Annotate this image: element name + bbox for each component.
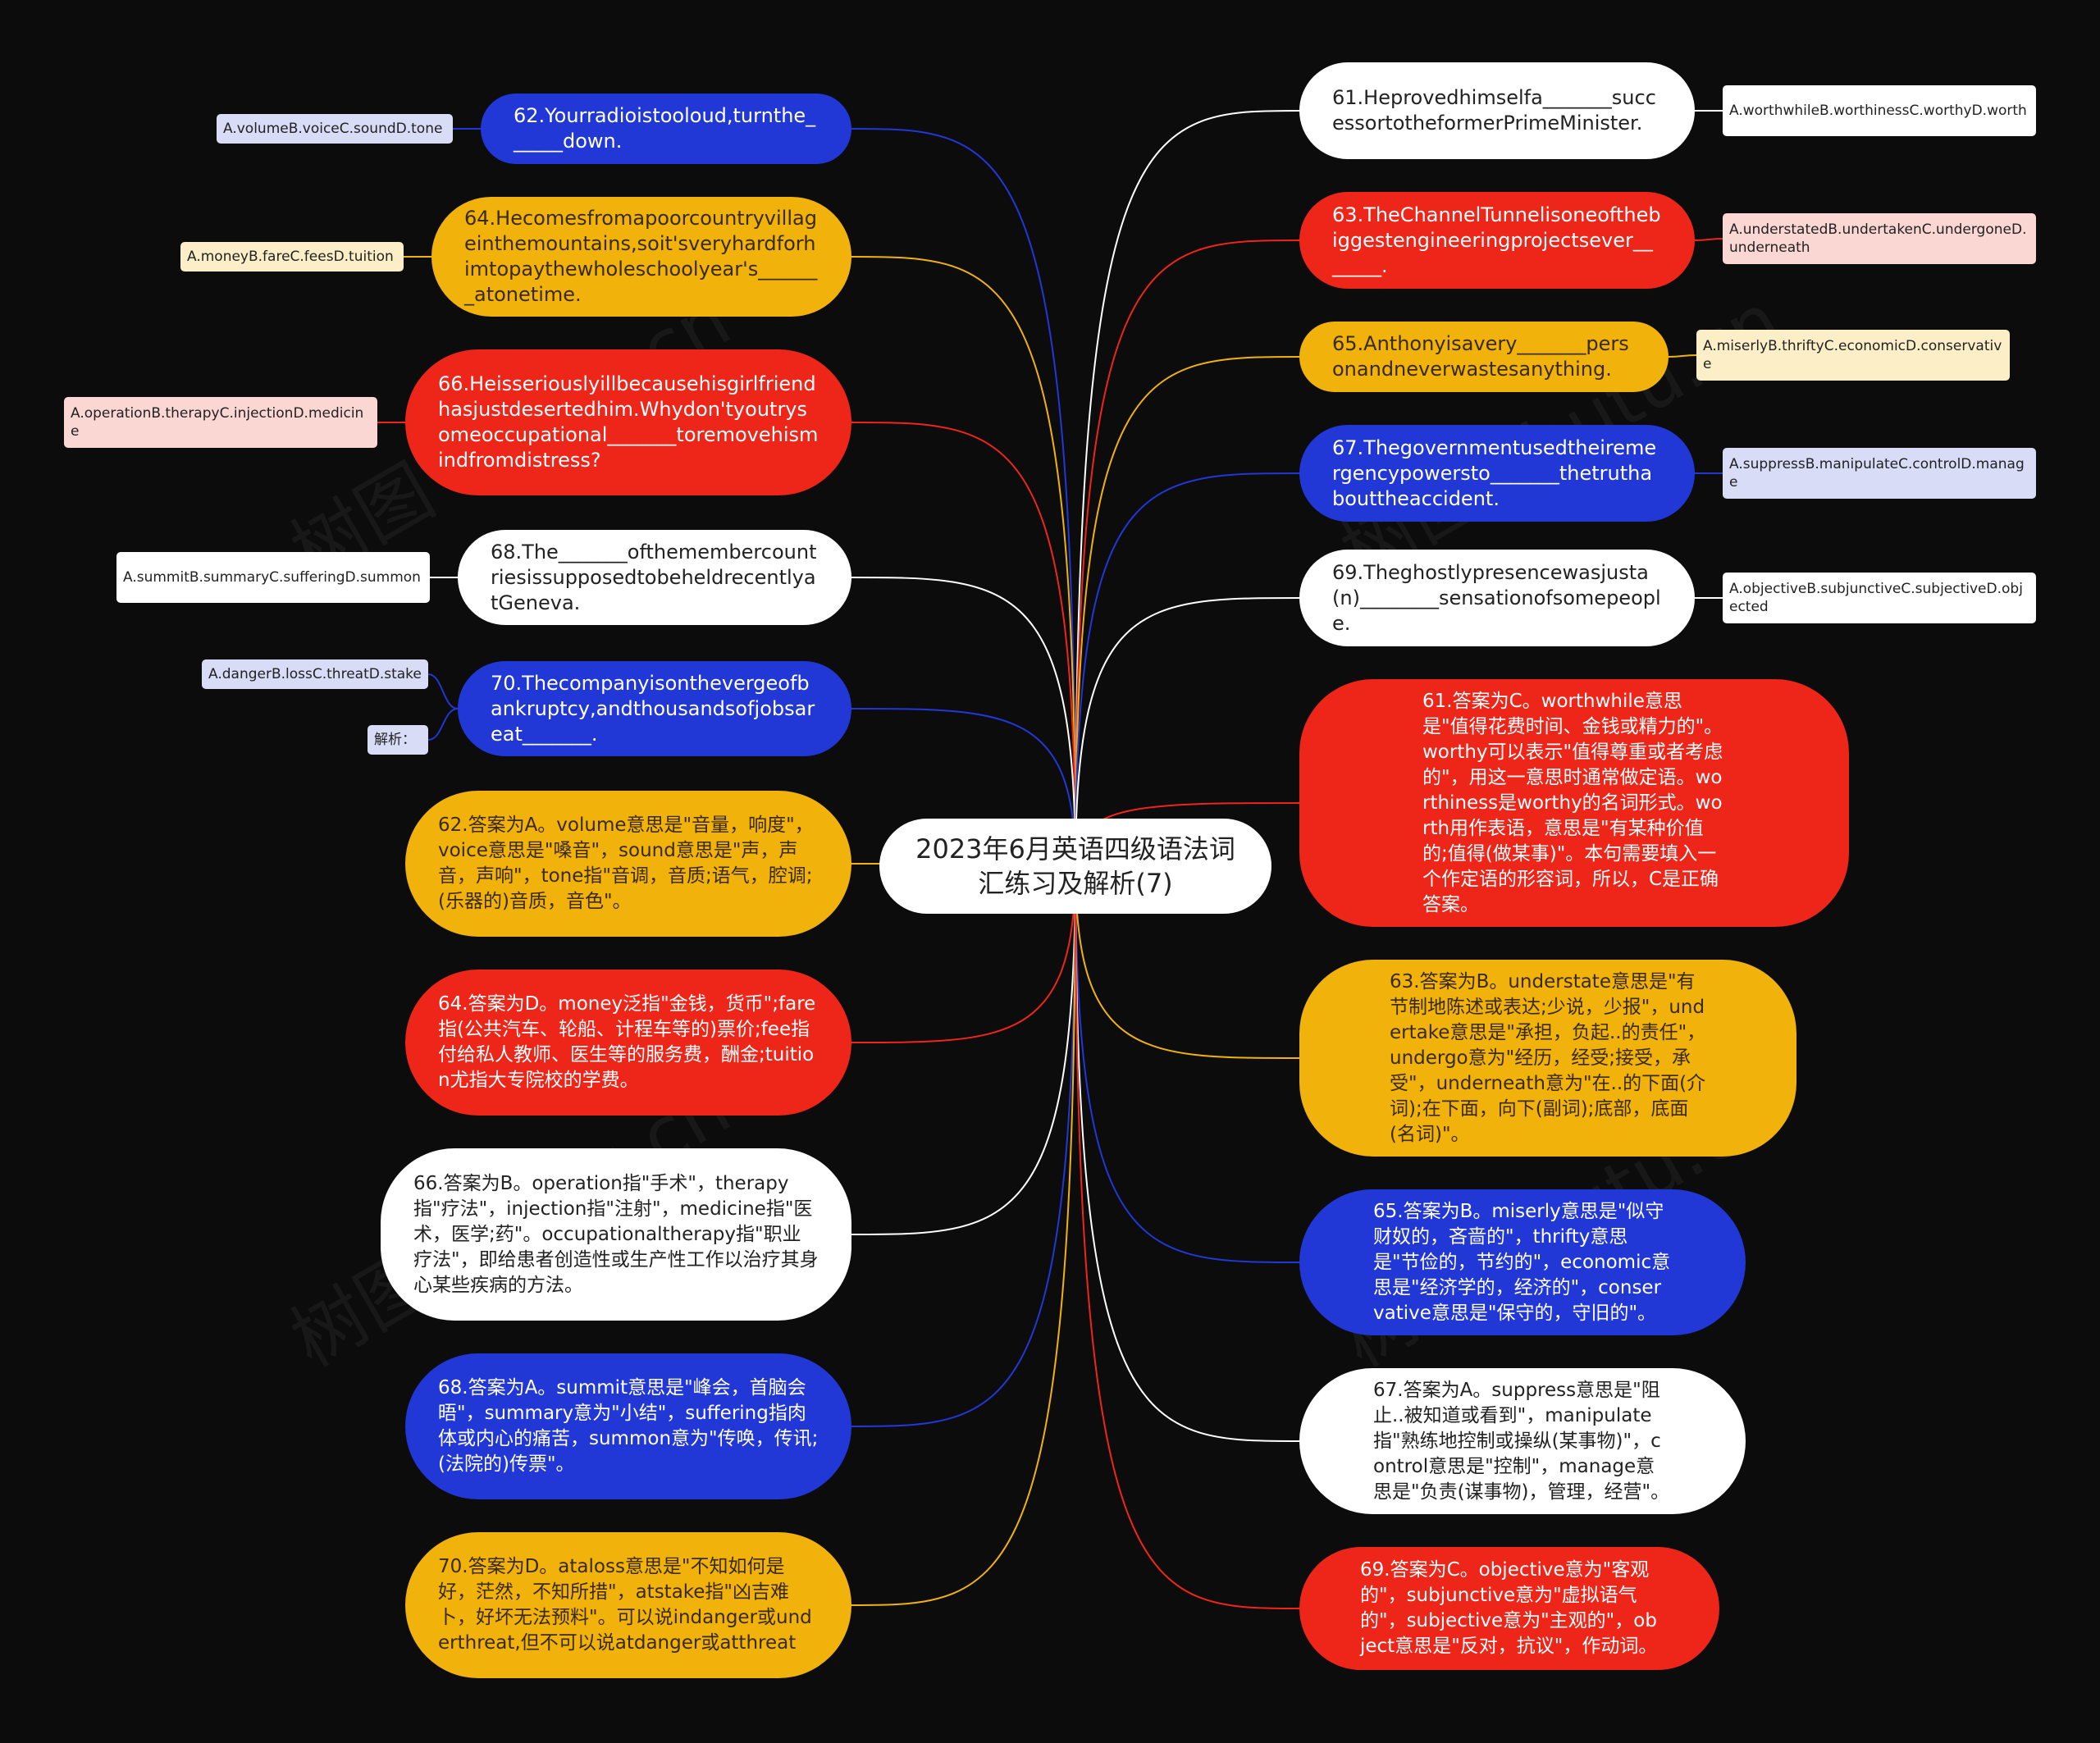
options-63[interactable]: A.understatedB.undertakenC.undergoneD.un… xyxy=(1723,213,2036,264)
branch-link xyxy=(851,128,1076,867)
branch-link xyxy=(851,708,1076,867)
jiexi-label[interactable]: 解析： xyxy=(368,725,428,755)
branch-link xyxy=(851,865,1076,1606)
answer-69[interactable]: 69.答案为C。objective意为"客观的"，subjunctive意为"虚… xyxy=(1299,1547,1719,1670)
branch-link xyxy=(1075,865,1300,1263)
question-67[interactable]: 67.Thegovernmentusedtheiremergencypowers… xyxy=(1299,425,1695,522)
option-link xyxy=(1668,354,1697,358)
option-link xyxy=(427,673,459,710)
branch-link xyxy=(851,865,1076,1043)
branch-link xyxy=(1075,356,1300,867)
branch-link xyxy=(851,256,1076,867)
question-61[interactable]: 61.Heprovedhimselfa_______successortothe… xyxy=(1299,62,1695,159)
options-64[interactable]: A.moneyB.fareC.feesD.tuition xyxy=(180,242,404,271)
question-64[interactable]: 64.Hecomesfromapoorcountryvillageinthemo… xyxy=(431,197,851,317)
answer-62[interactable]: 62.答案为A。volume意思是"音量，响度"，voice意思是"嗓音"，so… xyxy=(405,791,851,937)
branch-link xyxy=(1075,472,1300,867)
answer-66[interactable]: 66.答案为B。operation指"手术"，therapy指"疗法"，inje… xyxy=(381,1148,851,1321)
answer-70[interactable]: 70.答案为D。ataloss意思是"不知如何是好，茫然，不知所措"，atsta… xyxy=(405,1532,851,1678)
answer-61[interactable]: 61.答案为C。worthwhile意思是"值得花费时间、金钱或精力的"。wor… xyxy=(1299,679,1849,927)
branch-link xyxy=(1075,865,1300,1609)
branch-link xyxy=(1075,110,1300,867)
answer-63[interactable]: 63.答案为B。understate意思是"有节制地陈述或表达;少说，少报"，u… xyxy=(1299,960,1796,1157)
options-68[interactable]: A.summitB.summaryC.sufferingD.summon xyxy=(116,552,430,603)
options-62[interactable]: A.volumeB.voiceC.soundD.tone xyxy=(217,114,453,144)
options-65[interactable]: A.miserlyB.thriftyC.economicD.conservati… xyxy=(1696,330,2010,381)
branch-link xyxy=(1075,597,1300,867)
answer-65[interactable]: 65.答案为B。miserly意思是"似守财奴的，吝啬的"，thrifty意思是… xyxy=(1299,1189,1746,1335)
question-63[interactable]: 63.TheChannelTunnelisoneofthebiggestengi… xyxy=(1299,192,1695,289)
branch-link xyxy=(851,577,1076,867)
branch-link xyxy=(1075,865,1300,1059)
option-link xyxy=(1694,238,1723,241)
central-topic[interactable]: 2023年6月英语四级语法词汇练习及解析(7) xyxy=(879,819,1271,914)
question-65[interactable]: 65.Anthonyisavery_______personandneverwa… xyxy=(1299,322,1669,392)
question-66[interactable]: 66.Heisseriouslyillbecausehisgirlfriendh… xyxy=(405,349,851,495)
branch-link xyxy=(851,422,1076,867)
branch-link xyxy=(1075,865,1300,1442)
question-70[interactable]: 70.Thecompanyisonthevergeofbankruptcy,an… xyxy=(458,661,851,756)
branch-link xyxy=(1075,240,1300,867)
answer-67[interactable]: 67.答案为A。suppress意思是"阻止..被知道或看到"，manipula… xyxy=(1299,1368,1746,1514)
options-61[interactable]: A.worthwhileB.worthinessC.worthyD.worth xyxy=(1723,85,2036,136)
options-66[interactable]: A.operationB.therapyC.injectionD.medicin… xyxy=(64,397,377,448)
options-67[interactable]: A.suppressB.manipulateC.controlD.manage xyxy=(1723,448,2036,499)
answer-68[interactable]: 68.答案为A。summit意思是"峰会，首脑会晤"，summary意为"小结"… xyxy=(405,1353,851,1499)
options-70[interactable]: A.dangerB.lossC.threatD.stake xyxy=(202,659,428,689)
question-68[interactable]: 68.The_______ofthemembercountriesissuppo… xyxy=(458,530,851,625)
branch-link xyxy=(851,865,1076,1235)
answer-64[interactable]: 64.答案为D。money泛指"金钱，货币";fare指(公共汽车、轮船、计程车… xyxy=(405,970,851,1116)
question-62[interactable]: 62.Yourradioistooloud,turnthe______down. xyxy=(481,94,851,164)
options-69[interactable]: A.objectiveB.subjunctiveC.subjectiveD.ob… xyxy=(1723,573,2036,623)
branch-link xyxy=(851,865,1076,1427)
question-69[interactable]: 69.Theghostlypresencewasjusta(n)________… xyxy=(1299,550,1695,646)
option-link xyxy=(427,708,459,741)
